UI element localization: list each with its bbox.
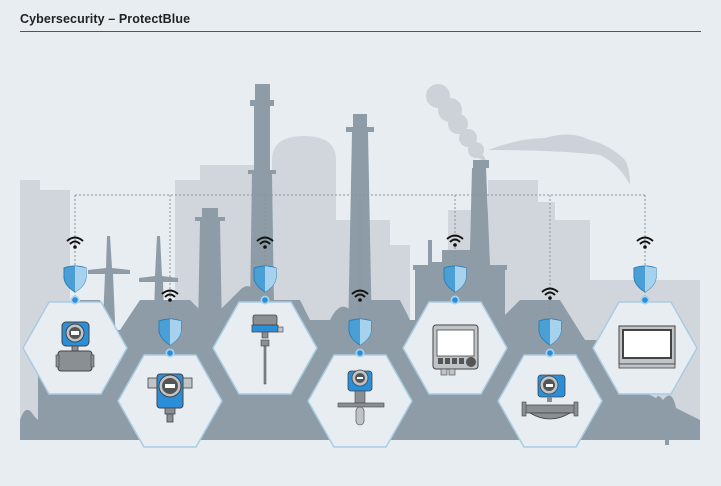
device-data-manager-icon	[432, 324, 479, 376]
smoke	[426, 84, 630, 185]
device-pressure-transmitter-icon	[147, 373, 193, 423]
device-coriolis-flowmeter-icon	[521, 374, 579, 420]
node-dot	[545, 348, 555, 358]
node-dot	[355, 348, 365, 358]
device-level-transmitter-icon	[337, 369, 385, 426]
node-dot	[640, 295, 650, 305]
node-dot	[165, 348, 175, 358]
device-temperature-sensor-icon	[251, 314, 284, 385]
node-dot	[450, 295, 460, 305]
device-flowmeter-icon	[55, 321, 95, 372]
page-title: Cybersecurity – ProtectBlue	[20, 12, 191, 26]
title-underline	[20, 31, 701, 32]
node-dot	[260, 295, 270, 305]
device-hmi-panel-icon	[618, 325, 676, 369]
node-dot	[70, 295, 80, 305]
